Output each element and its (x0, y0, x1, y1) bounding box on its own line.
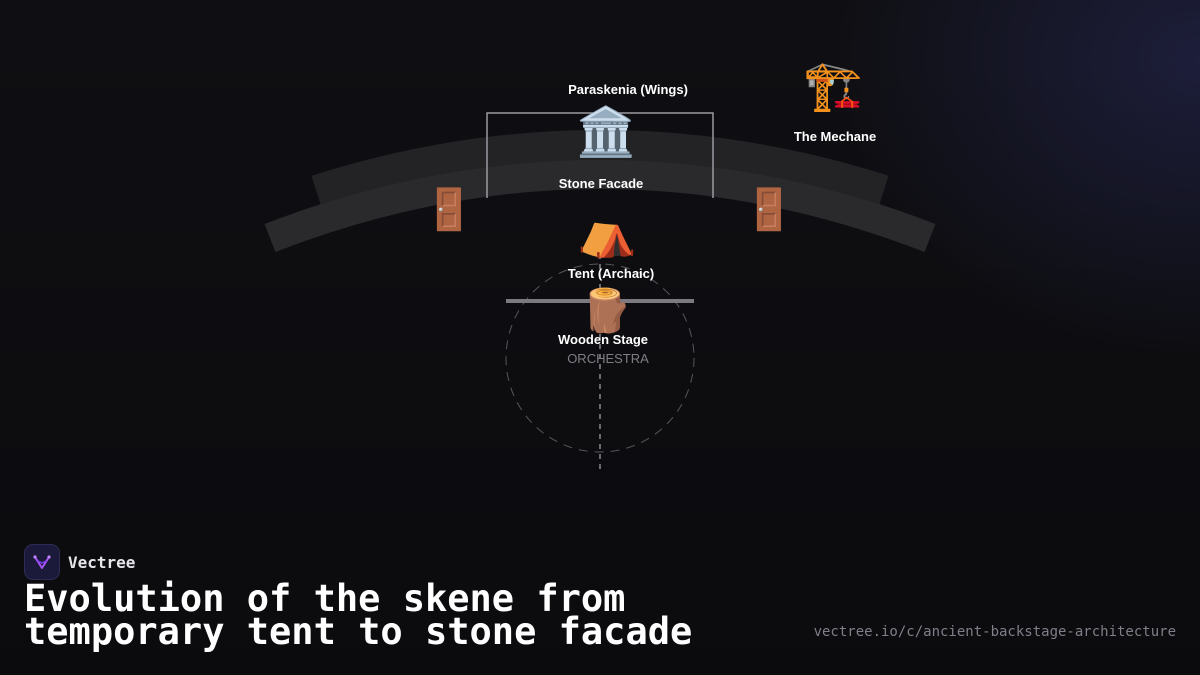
door-icon-right: 🚪 (744, 187, 794, 233)
crane-icon: 🏗️ (803, 58, 863, 114)
wood-log-icon: 🪵 (580, 286, 633, 335)
source-url: vectree.io/c/ancient-backstage-architect… (813, 624, 1176, 640)
tent-icon: ⛺ (577, 204, 637, 260)
orchestra-label: ORCHESTRA (567, 351, 649, 366)
seating-arc-inner (311, 130, 889, 205)
door-icon-left: 🚪 (424, 187, 474, 233)
wooden-stage-label: Wooden Stage (557, 332, 649, 347)
orchestra-circle (505, 263, 695, 453)
brand: Vectree (24, 544, 135, 580)
page-title: Evolution of the skene from temporary te… (24, 577, 693, 653)
stage-platform (506, 299, 694, 303)
tent-label: Tent (Archaic) (567, 266, 655, 281)
brand-name: Vectree (68, 552, 136, 572)
vectree-logo-icon (24, 544, 60, 580)
wings-label: Paraskenia (Wings) (568, 82, 688, 97)
wings-frame (486, 112, 714, 198)
mechane-label: The Mechane (793, 129, 877, 144)
classical-building-icon: 🏛️ (576, 104, 636, 160)
stone-facade-label: Stone Facade (558, 176, 644, 191)
seating-arc-outer (264, 159, 936, 252)
